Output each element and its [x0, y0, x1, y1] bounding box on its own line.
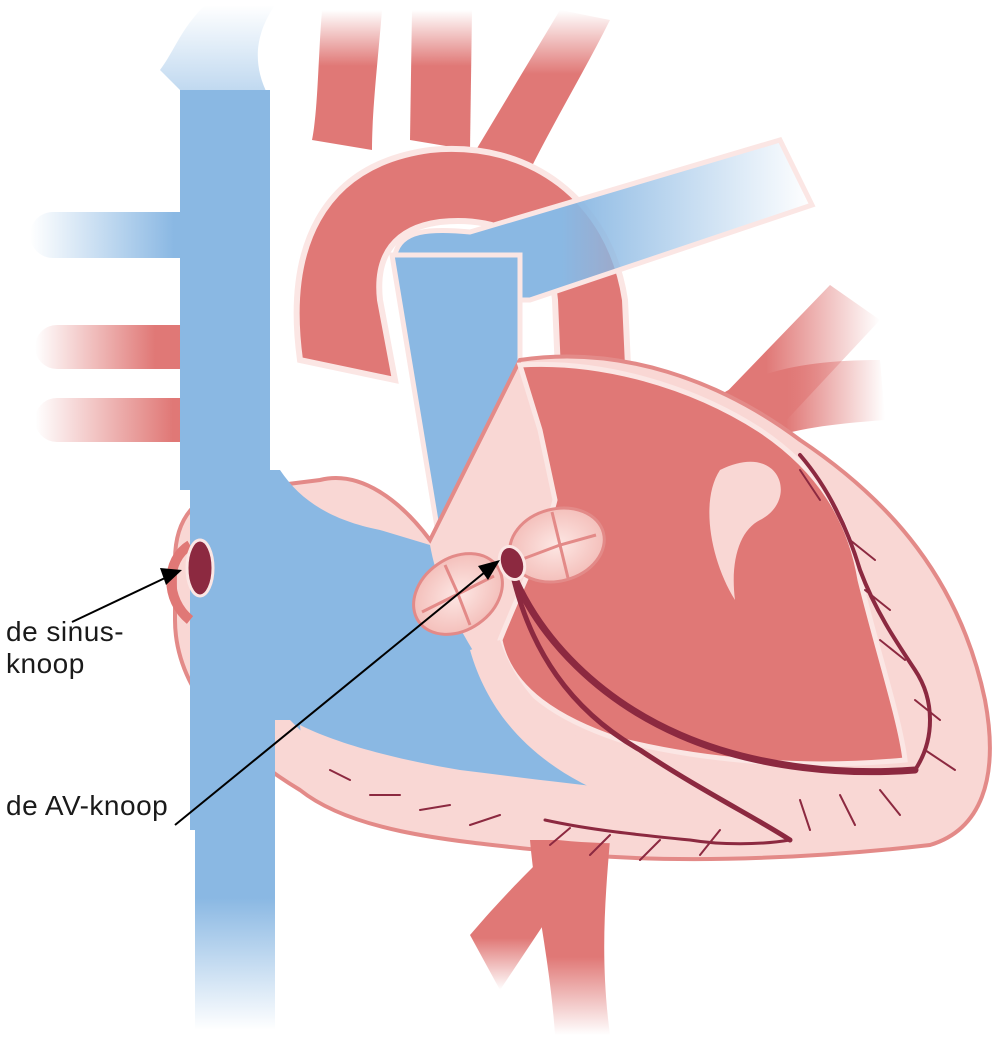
aortic-branches	[312, 10, 610, 170]
sinus-node	[187, 540, 213, 596]
sinus-node-label: de sinus- knoop	[6, 616, 206, 680]
av-node-label: de AV-knoop	[6, 790, 226, 822]
sinus-node-label-line2: knoop	[6, 648, 206, 680]
sinus-node-label-line1: de sinus-	[6, 616, 206, 648]
inferior-vena-cava	[195, 700, 275, 1030]
